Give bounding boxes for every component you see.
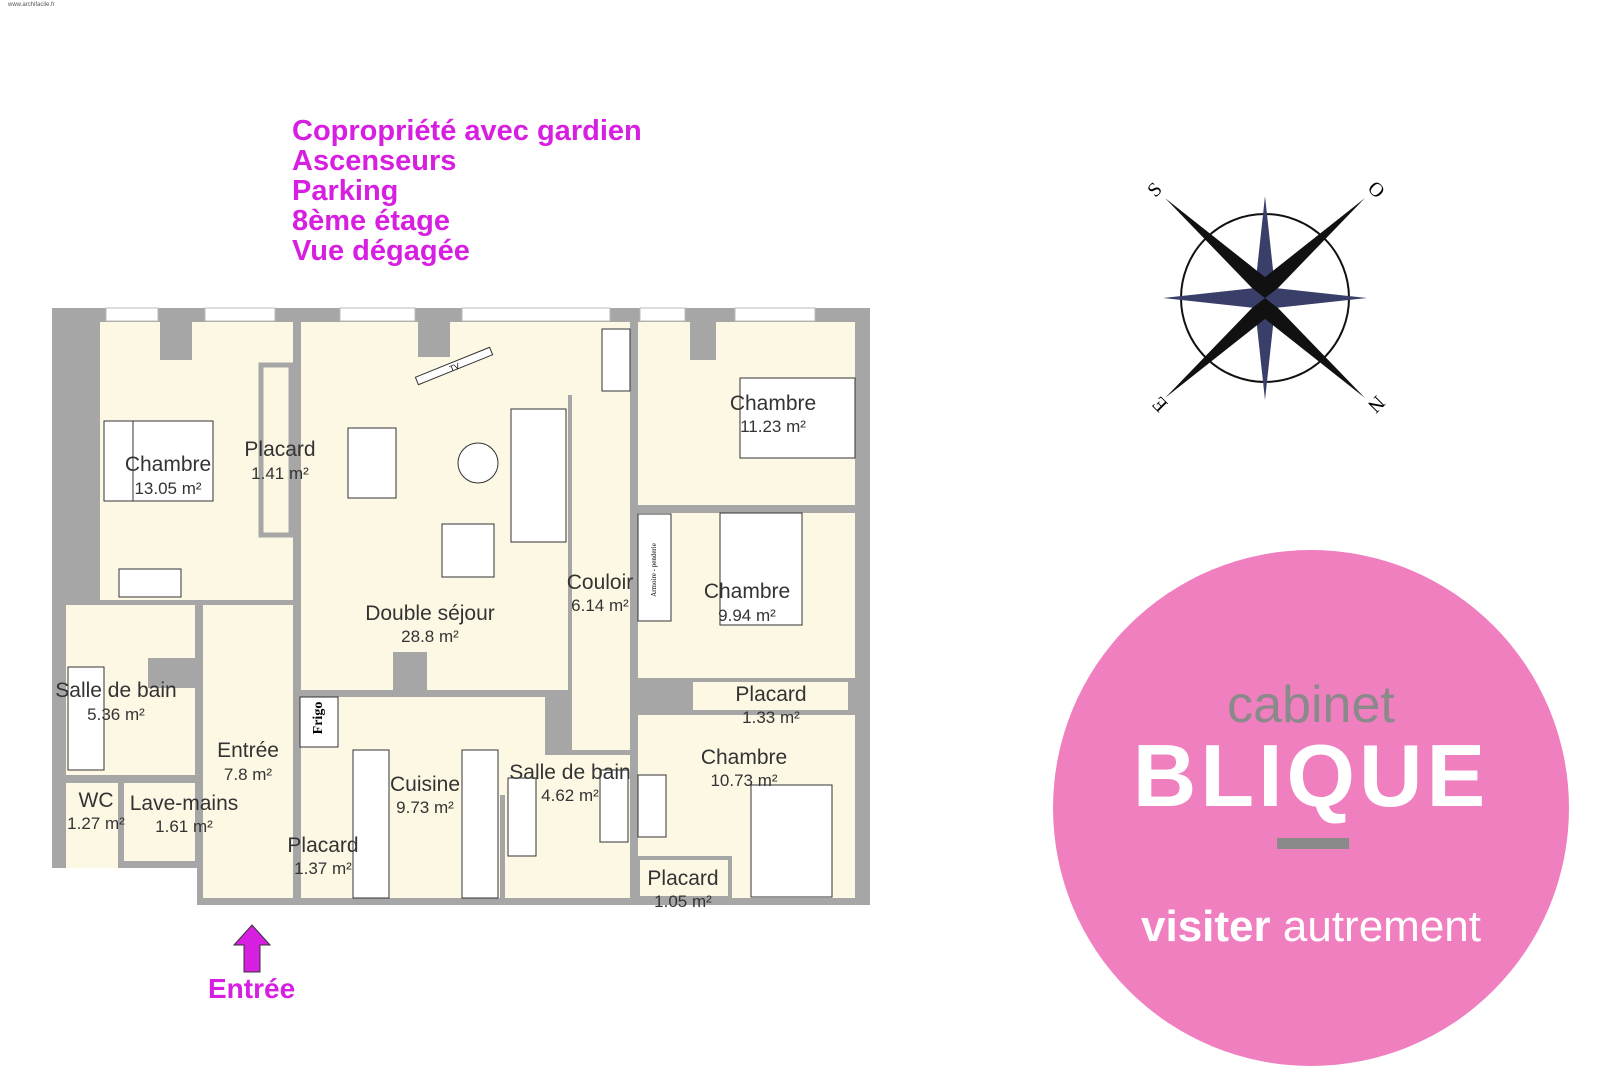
room-name: Salle de bain [509,761,630,784]
room-area: 1.37 m² [294,859,352,878]
room-labels: Chambre 13.05 m² Placard 1.41 m² Double … [55,392,816,911]
logo-top: cabinet [1227,676,1395,734]
feature-item: 8ème étage [292,205,450,237]
tagline-rest: autrement [1282,902,1481,951]
room-area: 4.62 m² [541,786,599,805]
logo-tagline: visiter autrement [1053,902,1569,952]
room-name: Lave-mains [130,792,239,815]
room-name: Chambre [730,392,816,415]
room-area: 10.73 m² [710,771,777,790]
features-list: Copropriété avec gardien Ascenseurs Park… [292,116,642,266]
room-area: 1.33 m² [742,708,800,727]
windows [105,307,816,322]
room-name: Placard [735,683,806,706]
room-name: Placard [647,867,718,890]
room-name: WC [79,789,114,812]
room-area: 5.36 m² [87,705,145,724]
room-name: Placard [287,834,358,857]
tv-label: TV [448,361,461,373]
logo-brand: BLIQUE [1132,726,1490,825]
room-area: 7.8 m² [224,765,273,784]
room-area: 1.05 m² [654,892,712,911]
room-name: Salle de bain [55,679,176,702]
room-area: 1.41 m² [251,464,309,483]
room-area: 6.14 m² [571,596,629,615]
room-name: Placard [244,438,315,461]
room-area: 1.61 m² [155,817,213,836]
room-area: 11.23 m² [740,417,806,436]
room-name: Couloir [567,571,634,594]
agency-logo: cabinet BLIQUE visiter autrement [1053,550,1569,1066]
feature-item: Vue dégagée [292,235,470,267]
compass-n: N [1363,391,1389,417]
room-name: Entrée [217,739,279,762]
compass-e: E [1148,392,1172,416]
entrance-label: Entrée [208,973,296,1004]
armoire-label: Armoire - penderie [650,543,658,597]
frigo-label: Frigo [311,702,326,735]
room-name: Chambre [125,453,211,476]
room-name: Cuisine [390,773,460,796]
room-area: 28.8 m² [401,627,459,646]
source-watermark: www.archifacile.fr [8,2,55,8]
compass-rose-icon: S O E N [1143,177,1389,417]
room-name: Chambre [701,746,787,769]
room-area: 1.27 m² [67,814,125,833]
furniture [67,328,856,899]
feature-item: Parking [292,175,399,207]
entrance-arrow-icon [232,924,272,973]
room-area: 9.94 m² [718,606,776,625]
compass-s: S [1143,178,1166,201]
logo-bar [1277,838,1349,849]
room-area: 13.05 m² [134,479,201,498]
compass-o: O [1363,177,1389,203]
room-area: 9.73 m² [396,798,454,817]
room-name: Chambre [704,580,790,603]
feature-item: Copropriété avec gardien [292,115,642,147]
room-name: Double séjour [365,602,495,625]
tagline-bold: visiter [1141,902,1271,951]
feature-item: Ascenseurs [292,145,457,177]
